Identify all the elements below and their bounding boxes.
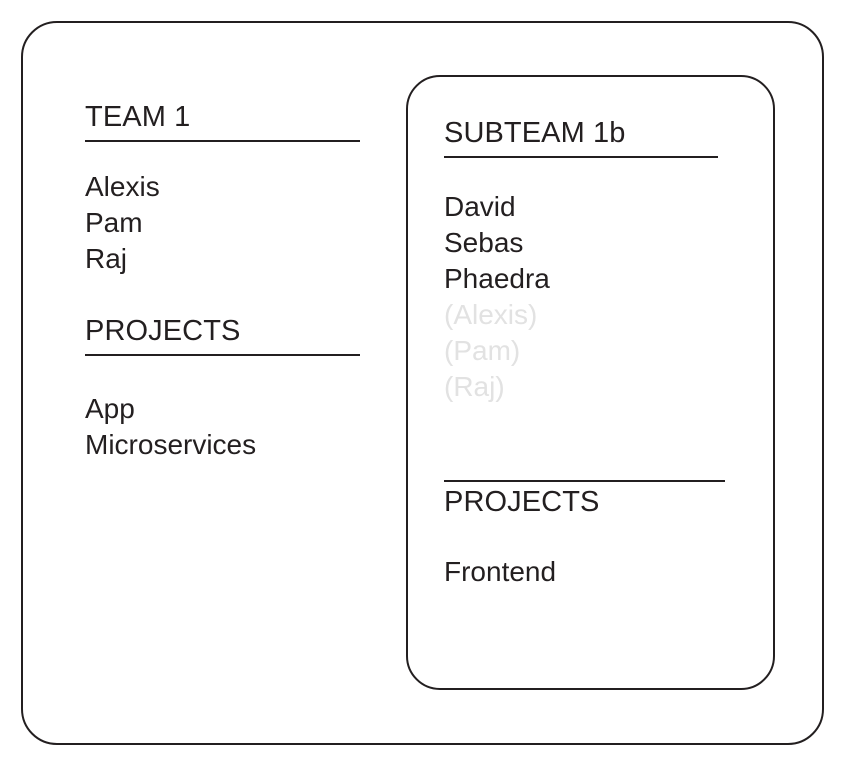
list-item-inherited[interactable]: (Pam) xyxy=(444,335,521,366)
team-member-list: Alexis Pam Raj xyxy=(85,169,160,277)
list-item[interactable]: Microservices xyxy=(85,429,257,460)
list-item-inherited[interactable]: (Alexis) xyxy=(444,299,538,330)
list-item-inherited[interactable]: (Raj) xyxy=(444,371,505,402)
team-container[interactable]: TEAM 1 Alexis Pam Raj PROJECTS App Micro… xyxy=(21,21,824,745)
team-projects-underline xyxy=(85,354,360,356)
list-item[interactable]: Raj xyxy=(85,243,128,274)
list-item[interactable]: Pam xyxy=(85,207,143,238)
subteam-project-list: Frontend xyxy=(444,554,556,590)
subteam-container[interactable]: SUBTEAM 1b David Sebas Phaedra (Alexis) … xyxy=(406,75,775,690)
list-item[interactable]: David xyxy=(444,191,516,222)
list-item[interactable]: Phaedra xyxy=(444,263,550,294)
team-title-underline xyxy=(85,140,360,142)
list-item[interactable]: Frontend xyxy=(444,556,557,587)
subteam-projects-overline xyxy=(444,480,725,482)
subteam-title-underline xyxy=(444,156,718,158)
subteam-projects-heading: PROJECTS xyxy=(444,486,600,518)
list-item[interactable]: App xyxy=(85,393,135,424)
subteam-member-list: David Sebas Phaedra (Alexis) (Pam) (Raj) xyxy=(444,189,550,405)
team-project-list: App Microservices xyxy=(85,391,256,463)
team-projects-heading: PROJECTS xyxy=(85,315,241,347)
list-item[interactable]: Alexis xyxy=(85,171,160,202)
list-item[interactable]: Sebas xyxy=(444,227,524,258)
subteam-title: SUBTEAM 1b xyxy=(444,117,626,149)
team-title: TEAM 1 xyxy=(85,101,191,133)
